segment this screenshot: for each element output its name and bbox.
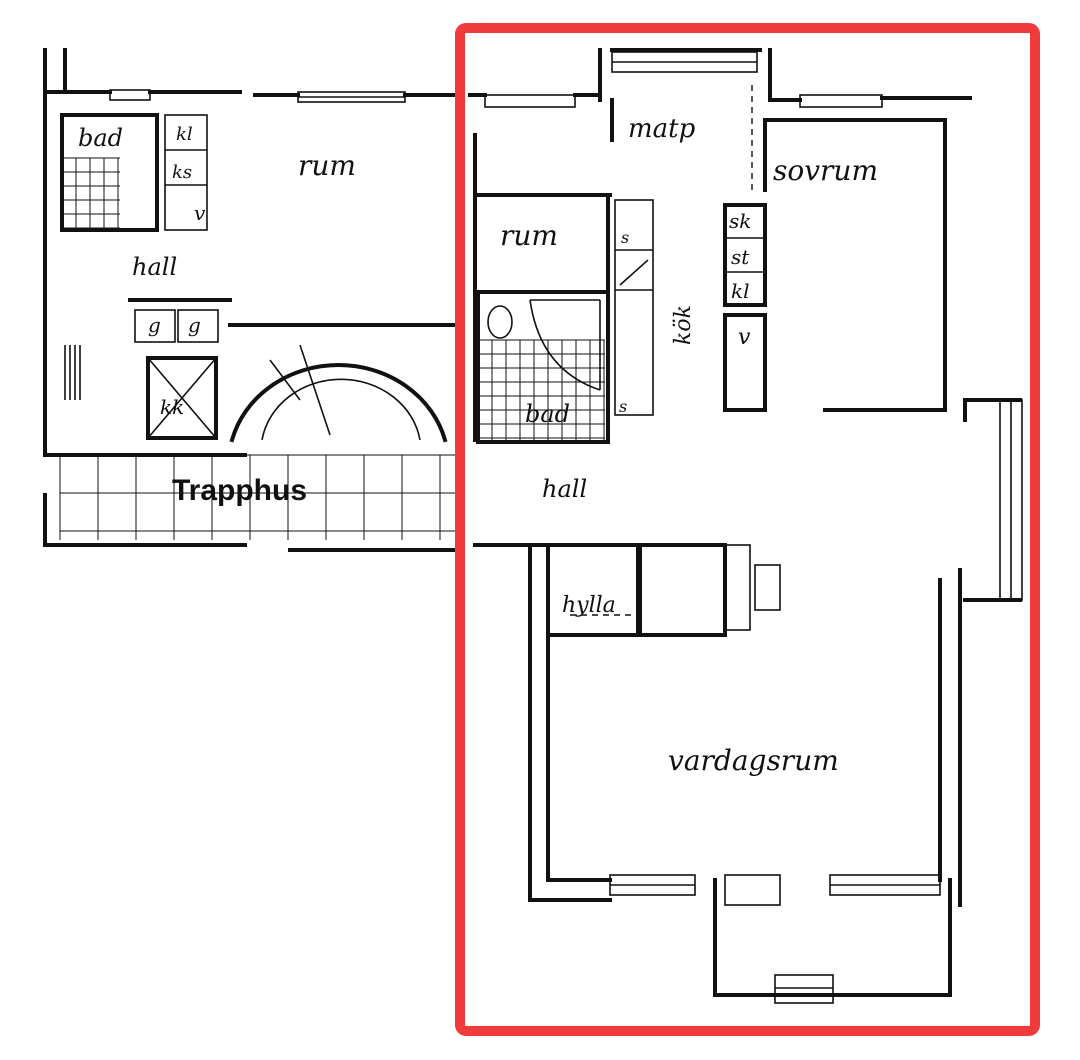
- label-sk: sk: [729, 209, 751, 233]
- label-bad-left: bad: [78, 124, 123, 152]
- label-hall-left: hall: [132, 253, 177, 281]
- label-v-right: v: [738, 325, 751, 350]
- label-matp: matp: [628, 114, 696, 144]
- label-st: st: [731, 245, 750, 269]
- label-g1: g: [148, 313, 161, 337]
- label-sovrum: sovrum: [773, 154, 878, 187]
- label-kk: kk: [160, 395, 184, 419]
- label-v-left: v: [194, 201, 206, 225]
- label-rum-left: rum: [298, 149, 356, 182]
- right-apartment-walls: [468, 48, 1023, 1004]
- label-rum-right: rum: [500, 219, 558, 252]
- label-kl-right: kl: [731, 279, 750, 303]
- room-labels: bad kl ks v rum hall g g kk Trapphus rum…: [78, 114, 878, 777]
- label-g2: g: [188, 313, 201, 337]
- label-hylla: hylla: [562, 593, 616, 618]
- label-trapphus: Trapphus: [172, 474, 307, 507]
- highlight-frame: [455, 23, 1040, 1036]
- label-hall-right: hall: [542, 475, 587, 503]
- label-bad-right: bad: [525, 400, 570, 428]
- label-s1: s: [621, 228, 629, 247]
- label-ks: ks: [172, 162, 192, 183]
- left-apartment-walls: [43, 48, 457, 552]
- label-vardagsrum: vardagsrum: [668, 744, 839, 777]
- label-s2: s: [619, 397, 627, 416]
- label-kl: kl: [176, 124, 193, 145]
- trapphus-tiles: [59, 454, 455, 540]
- label-kok: kök: [671, 305, 696, 345]
